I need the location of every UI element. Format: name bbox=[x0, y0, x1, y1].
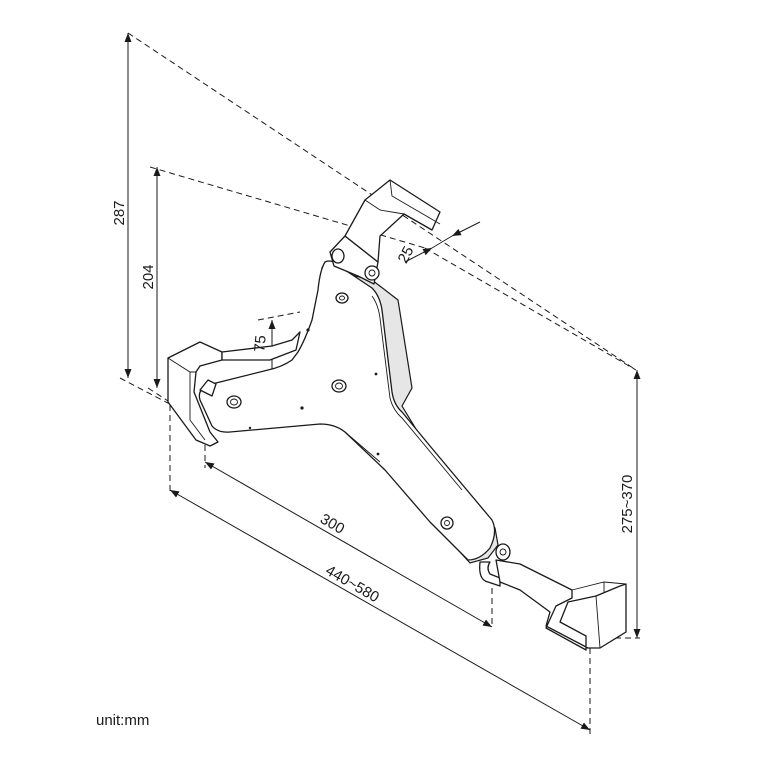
dim-slot: 75 bbox=[251, 335, 269, 353]
dim-thickness: 25 bbox=[395, 244, 418, 267]
dim-height-range: 275~370 bbox=[619, 475, 636, 534]
dimension-lines bbox=[124, 33, 641, 731]
dim-height-total: 287 bbox=[111, 200, 128, 225]
dim-span-range: 440~580 bbox=[323, 562, 382, 606]
bottom-clamp bbox=[479, 543, 627, 651]
dim-height-inner: 204 bbox=[140, 264, 157, 289]
left-clamp bbox=[167, 331, 301, 447]
unit-label: unit:mm bbox=[96, 712, 150, 729]
bracket-body bbox=[198, 260, 499, 564]
dim-span-fixed: 300 bbox=[317, 510, 347, 537]
top-clamp bbox=[329, 179, 441, 285]
